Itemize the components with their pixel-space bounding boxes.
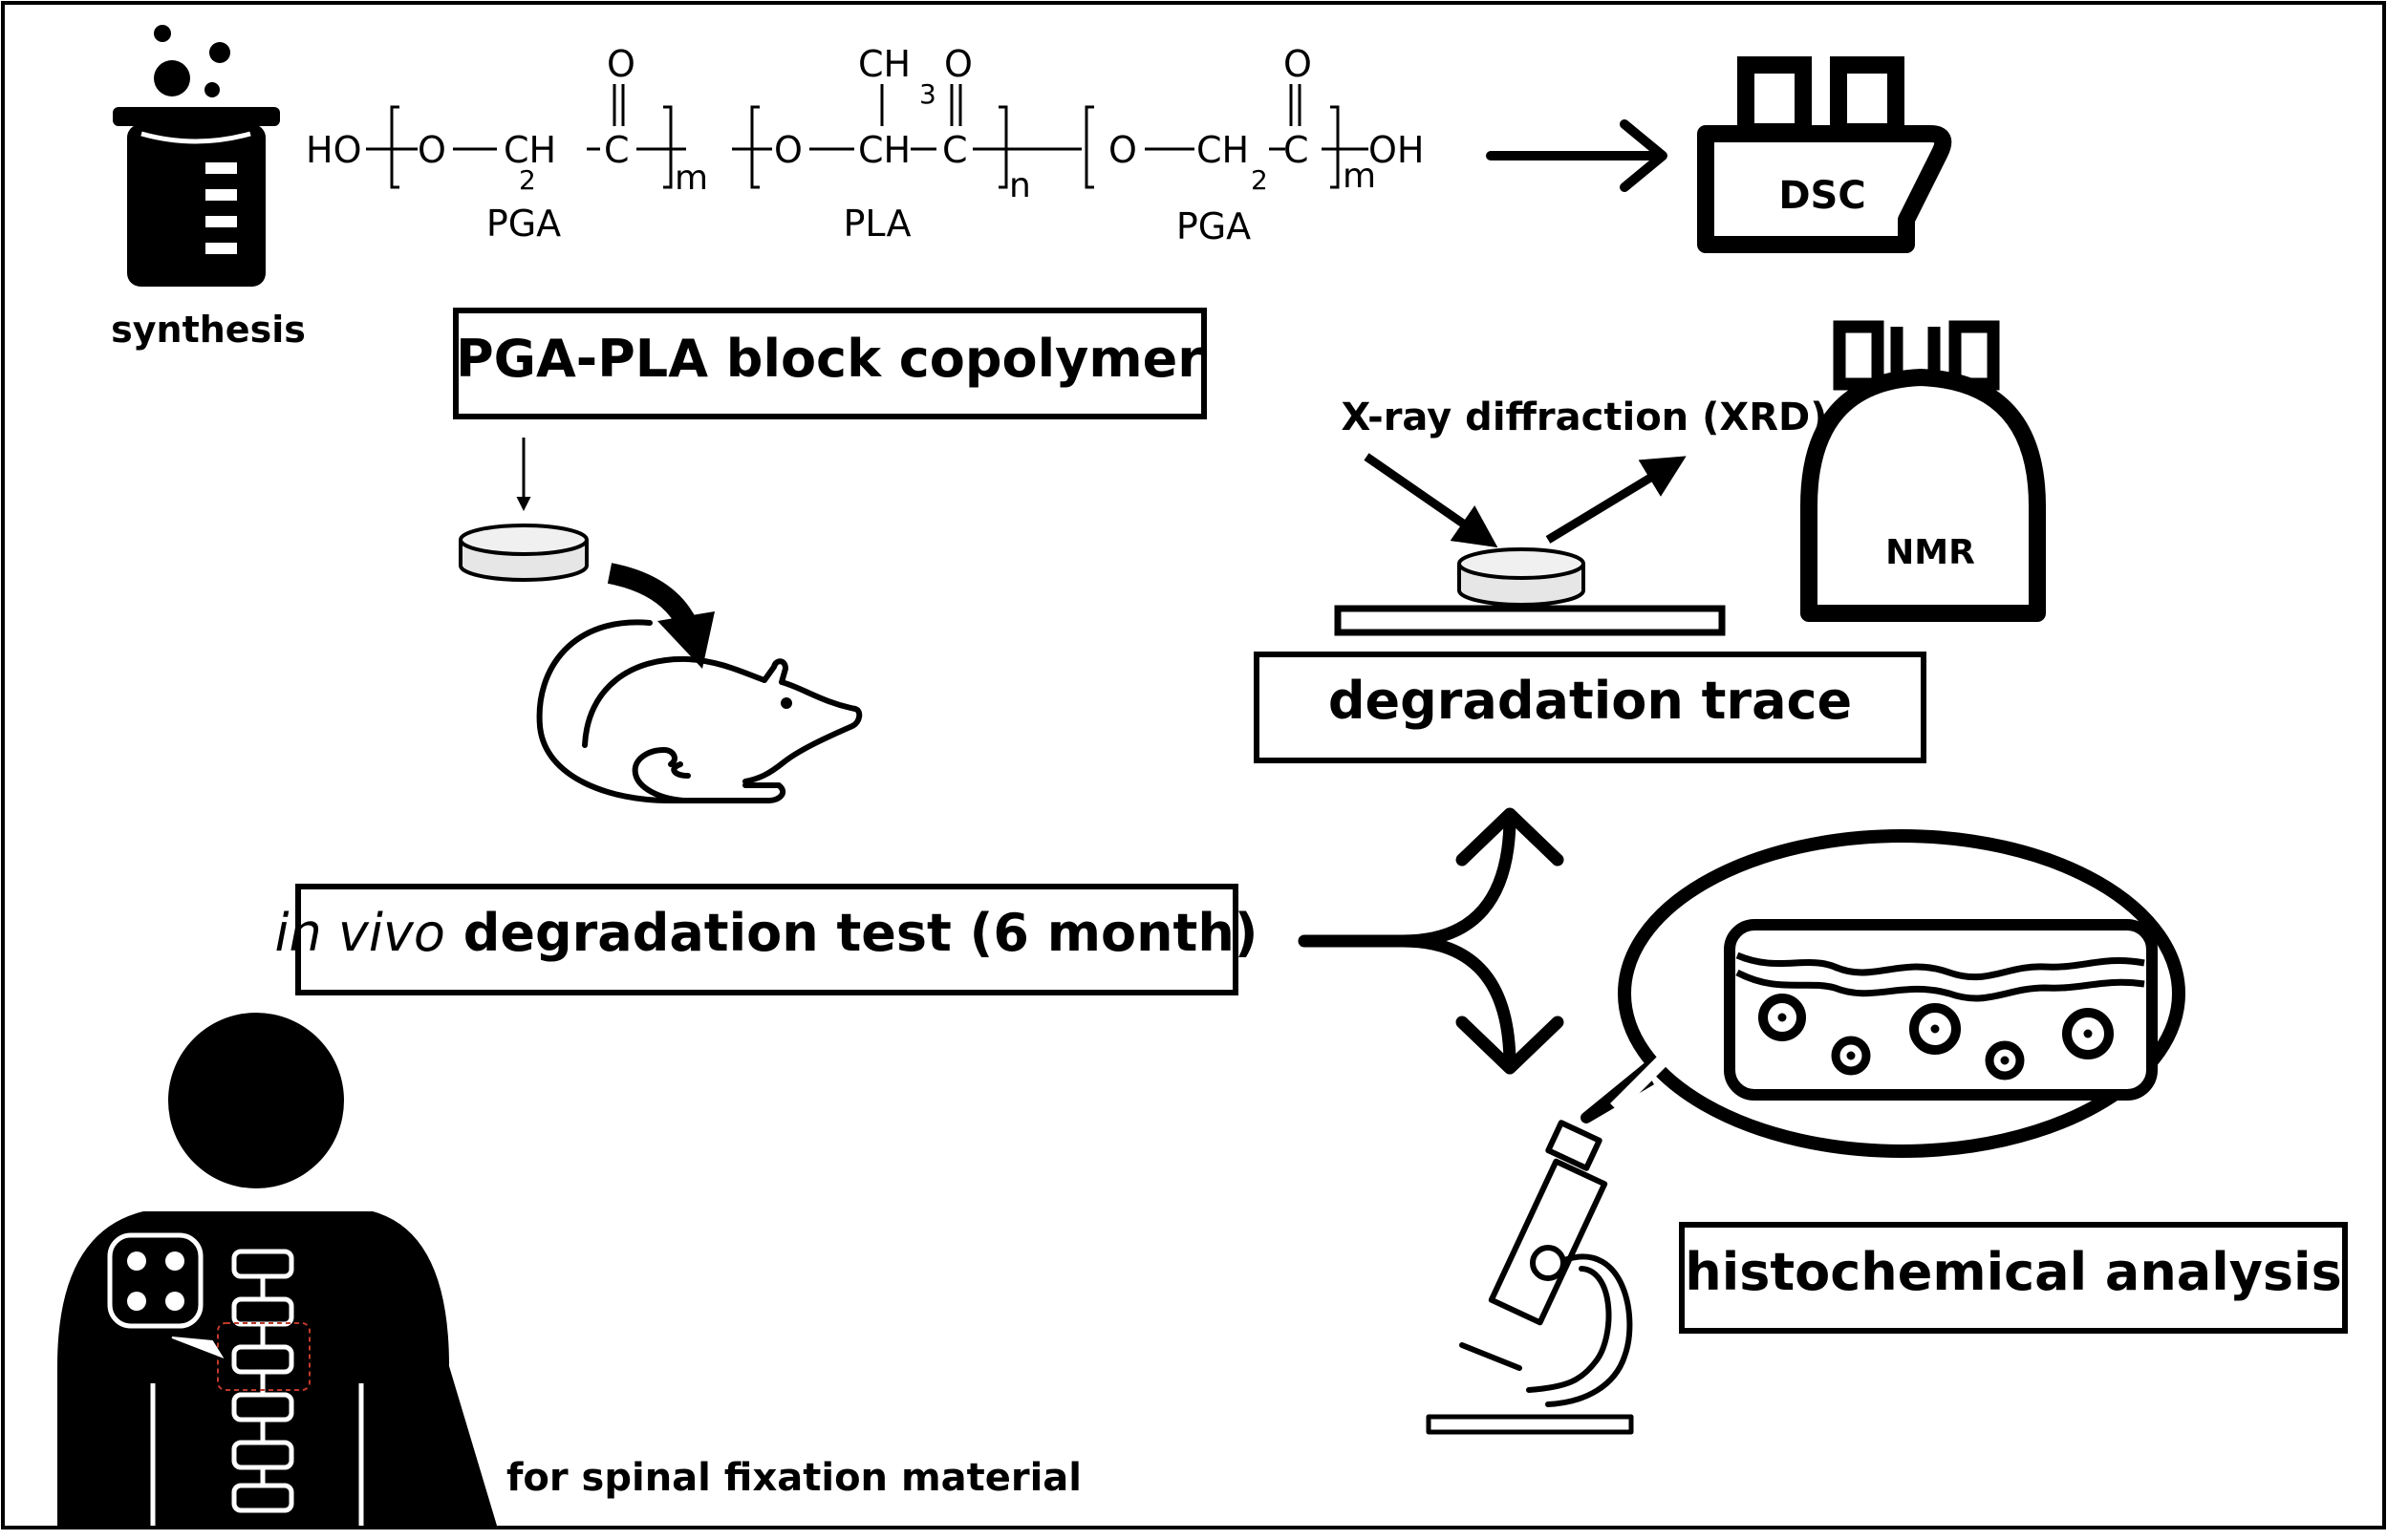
nmr-instrument-icon xyxy=(1800,320,2046,622)
xrd-label: X-ray diffraction (XRD) xyxy=(1342,396,1828,439)
spinal-label: for spinal fixation material xyxy=(506,1456,1082,1500)
formula-pga-2: PGA xyxy=(1176,205,1251,247)
formula-ch: CH xyxy=(858,129,911,171)
formula-o-2: O xyxy=(774,129,803,171)
formula-c-1: C xyxy=(604,129,630,171)
dsc-label: DSC xyxy=(1778,174,1865,218)
formula-o-carbonyl-3: O xyxy=(1283,43,1312,85)
invivo-label: in vivo degradation test (6 month) xyxy=(275,903,1258,963)
formula-c-2: C xyxy=(942,129,968,171)
formula-sub3: 3 xyxy=(919,78,936,110)
formula-m-1: m xyxy=(675,159,708,198)
invivo-box xyxy=(295,884,1238,995)
cell-icons xyxy=(1758,994,2114,1080)
formula-m-2: m xyxy=(1343,157,1376,196)
copolymer-label: PGA-PLA block copolymer xyxy=(456,329,1203,389)
beaker-icon xyxy=(113,25,280,287)
spine-icon xyxy=(231,1249,294,1513)
histology-bubble xyxy=(1581,829,2185,1158)
synthesis-label: synthesis xyxy=(111,309,306,351)
formula-ch2-1: CH xyxy=(504,129,556,171)
rat-icon xyxy=(536,619,863,803)
formula-ch2-2: CH xyxy=(1196,129,1249,171)
microscope-icon xyxy=(1426,1120,1634,1435)
formula-pla: PLA xyxy=(844,203,912,245)
degradation-trace-box xyxy=(1254,652,1926,763)
implant-plate-icon xyxy=(107,1232,225,1359)
copolymer-box xyxy=(453,308,1207,419)
xrd-stage xyxy=(1334,605,1726,636)
formula-o-1: O xyxy=(418,129,446,171)
formula-sub2-1: 2 xyxy=(519,164,536,196)
xrd-sample-disc-icon xyxy=(1457,547,1585,607)
formula-o-3: O xyxy=(1108,129,1137,171)
nmr-label: NMR xyxy=(1885,533,1975,572)
chemical-formula xyxy=(366,84,1368,189)
formula-pga-1: PGA xyxy=(486,203,561,245)
curved-arrow-to-rat xyxy=(607,563,715,669)
formula-oh: OH xyxy=(1368,129,1424,171)
formula-o-carbonyl-1: O xyxy=(607,43,635,85)
formula-o-carbonyl-2: O xyxy=(944,43,973,85)
fork-arrow xyxy=(1298,807,1564,1075)
invivo-rest-text: degradation test (6 month) xyxy=(445,903,1258,963)
histochemical-label: histochemical analysis xyxy=(1685,1242,2341,1302)
histochemical-box xyxy=(1679,1222,2348,1334)
xrd-beams xyxy=(1364,453,1687,548)
formula-n: n xyxy=(1009,166,1031,205)
formula-ho: HO xyxy=(306,129,361,171)
highlight-box xyxy=(217,1322,311,1391)
degradation-trace-label: degradation trace xyxy=(1328,671,1852,731)
formula-c-3: C xyxy=(1283,129,1309,171)
dsc-instrument-icon xyxy=(1696,56,1952,253)
sample-disc-icon xyxy=(459,524,589,582)
invivo-italic-text: in vivo xyxy=(275,903,445,963)
formula-ch3: CH xyxy=(858,43,911,85)
arrow-to-dsc xyxy=(1486,119,1667,192)
formula-text: HO O CH 2 C O m O CH CH 3 C O n O CH 2 C… xyxy=(306,43,1424,247)
formula-sub2-2: 2 xyxy=(1251,164,1268,196)
